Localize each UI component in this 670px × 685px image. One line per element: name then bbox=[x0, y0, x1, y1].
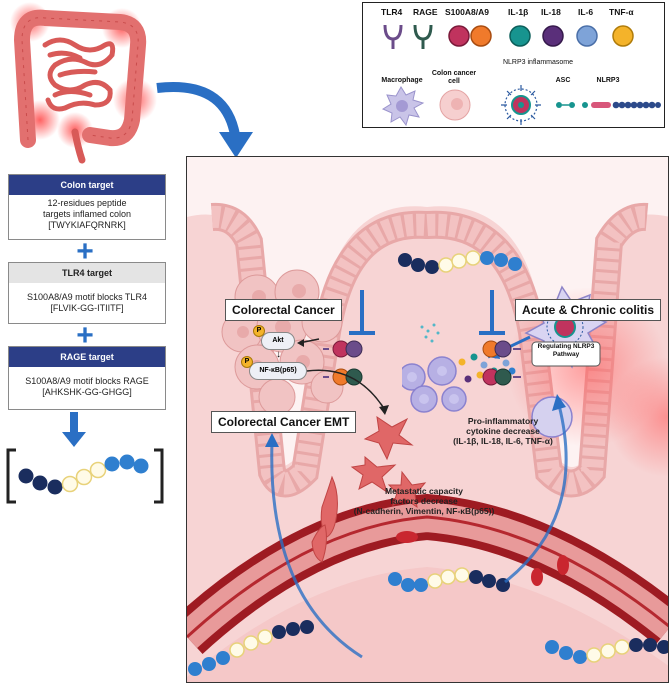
peptide-chains-vessel bbox=[188, 567, 668, 676]
colorectal-cancer-callout: Colorectal Cancer bbox=[225, 299, 342, 321]
akt-node: Akt bbox=[261, 332, 295, 350]
signaling-arrows bbox=[297, 338, 389, 415]
tlr4-target-line-2: [FLVIK-GG-ITIITF] bbox=[50, 303, 124, 313]
colon-target-title: Colon target bbox=[9, 175, 165, 195]
s100a9-icon bbox=[470, 25, 492, 47]
akt-p-label: P bbox=[256, 327, 262, 334]
colon-cancer-cell-icon bbox=[439, 89, 471, 121]
homing-arrows bbox=[265, 394, 568, 659]
metastatic-line-1: Metastatic capacity bbox=[385, 486, 463, 496]
emt-mesenchymal-cells bbox=[311, 415, 427, 563]
nfkb-label: NF-κB(p65) bbox=[259, 367, 297, 374]
legend-il6-label: IL-6 bbox=[578, 7, 594, 17]
colon-target-line-2: targets inflamed colon bbox=[42, 209, 132, 219]
rage-target-box: RAGE target S100A8/A9 motif blocks RAGE … bbox=[8, 346, 166, 410]
peptide-chain-illustration bbox=[6, 448, 164, 504]
metastatic-text: Metastatic capacity factors decrease (N-… bbox=[339, 486, 509, 516]
nfkb-phospho-badge: P bbox=[241, 356, 253, 368]
metastatic-line-3: (N-cadherin, Vimentin, NF-κB(p65)) bbox=[353, 506, 495, 516]
metastatic-line-2: factors decrease bbox=[390, 496, 458, 506]
legend-tnfa-label: TNF-α bbox=[609, 7, 634, 17]
legend-nlrp3-inflammasome-label: NLRP3 inflammasome bbox=[502, 59, 574, 66]
pro-inflammatory-line-3: (IL-1β, IL-18, IL-6, TNF-α) bbox=[453, 436, 553, 446]
legend-il1b-label: IL-1β bbox=[508, 7, 529, 17]
asc-icon bbox=[556, 102, 575, 108]
tlr4-receptor-icon bbox=[383, 24, 403, 49]
legend-icons-row bbox=[383, 24, 634, 49]
colon-target-box: Colon target 12-residues peptide targets… bbox=[8, 174, 166, 240]
inhibition-arrows bbox=[349, 290, 505, 335]
s100a8-icon bbox=[448, 25, 470, 47]
plus-sign-1: + bbox=[76, 235, 94, 268]
pro-inflammatory-line-1: Pro-inflammatory bbox=[467, 416, 539, 426]
akt-phospho-badge: P bbox=[253, 325, 265, 337]
regulating-nlrp3-label: Regulating NLRP3 Pathway bbox=[537, 343, 595, 358]
rage-receptor-icon bbox=[413, 24, 433, 49]
legend-asc-label: ASC bbox=[555, 77, 571, 84]
tlr4-target-box: TLR4 target S100A8/A9 motif blocks TLR4 … bbox=[8, 262, 166, 324]
legend-macrophage-label: Macrophage bbox=[381, 77, 423, 84]
rage-target-line-1: S100A8/A9 motif blocks RAGE bbox=[25, 376, 149, 386]
colon-target-line-1: 12-residues peptide bbox=[47, 198, 127, 208]
peptide-chain-top bbox=[398, 250, 522, 274]
mechanism-panel: Akt P ↓ NF-κB(p65) P Regulating NLRP3 Pa… bbox=[186, 156, 669, 683]
pro-inflammatory-text: Pro-inflammatory cytokine decrease (IL-1… bbox=[423, 416, 583, 446]
legend-tlr4-label: TLR4 bbox=[381, 7, 403, 17]
rage-target-title: RAGE target bbox=[9, 347, 165, 367]
nlrp3-inflammasome-icon bbox=[501, 85, 541, 125]
plus-sign-2: + bbox=[76, 319, 94, 352]
il6-icon bbox=[576, 25, 598, 47]
legend-colon-cancer-cell-label: Colon cancer cell bbox=[431, 70, 477, 85]
nlrp3-icon bbox=[582, 101, 661, 109]
nfkb-node: NF-κB(p65) bbox=[249, 362, 307, 380]
legend-il18-label: IL-18 bbox=[541, 7, 561, 17]
down-arrow-icon bbox=[62, 412, 86, 447]
nfkb-p-label: P bbox=[244, 358, 250, 365]
il18-icon bbox=[542, 25, 564, 47]
legend-cells-row bbox=[381, 85, 661, 127]
down-arrow-small-icon: ↓ bbox=[276, 349, 281, 360]
inflamed-colon-illustration bbox=[10, 2, 157, 164]
tnfa-icon bbox=[612, 25, 634, 47]
legend-nlrp3-label: NLRP3 bbox=[596, 77, 620, 84]
tlr4-target-title: TLR4 target bbox=[9, 263, 165, 283]
colitis-receptor-complex bbox=[482, 340, 521, 386]
colon-target-line-3: [TWYKIAFQRNRK] bbox=[48, 220, 126, 230]
il1b-icon bbox=[509, 25, 531, 47]
macrophage-icon bbox=[381, 86, 425, 127]
emt-callout: Colorectal Cancer EMT bbox=[211, 411, 357, 433]
akt-label: Akt bbox=[272, 337, 284, 344]
rage-target-line-2: [AHKSHK-GG-GHGG] bbox=[42, 387, 132, 397]
curved-arrow-icon bbox=[156, 82, 253, 158]
legend-s100-label: S100A8/A9 bbox=[445, 7, 489, 17]
legend-box: TLR4 RAGE S100A8/A9 IL-1β IL-18 IL-6 TNF… bbox=[362, 2, 665, 128]
colitis-callout: Acute & Chronic colitis bbox=[515, 299, 662, 321]
tlr4-target-line-1: S100A8/A9 motif blocks TLR4 bbox=[27, 292, 147, 302]
legend-rage-label: RAGE bbox=[413, 7, 438, 17]
pro-inflammatory-line-2: cytokine decrease bbox=[466, 426, 540, 436]
